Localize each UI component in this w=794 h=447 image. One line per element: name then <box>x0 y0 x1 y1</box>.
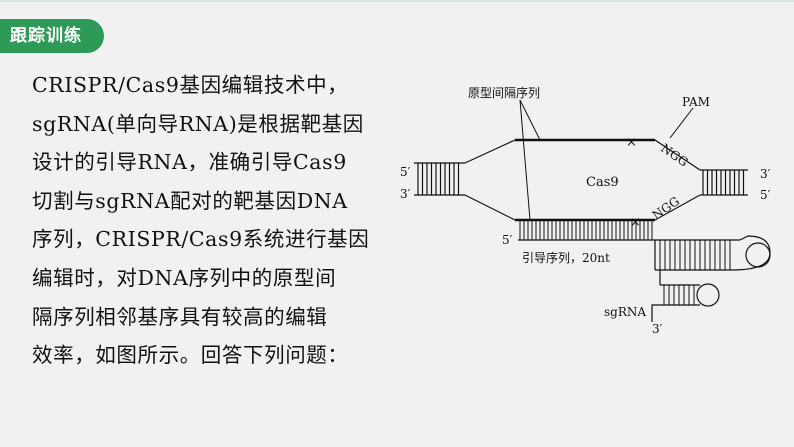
guide-rna <box>518 220 771 322</box>
cut-mark-bottom: × <box>630 215 641 230</box>
cut-mark-top: × <box>626 135 637 150</box>
guide-label: 引导序列，20nt <box>522 250 610 265</box>
question-line: 效率，如图所示。回答下列问题： <box>32 343 349 368</box>
right-duplex <box>700 169 748 196</box>
question-text: CRISPR/Cas9基因编辑技术中， sgRNA(单向导RNA)是根据靶基因 … <box>32 66 392 375</box>
right-3prime: 3′ <box>760 167 771 181</box>
ngg-top-label: NGG <box>658 141 690 169</box>
section-tag: 跟踪训练 <box>0 19 104 53</box>
question-line: 序列，CRISPR/Cas9系统进行基因 <box>32 227 370 252</box>
question-line: sgRNA(单向导RNA)是根据靶基因 <box>32 111 364 136</box>
top-strand <box>464 138 701 171</box>
question-line: 切割与sgRNA配对的靶基因DNA <box>32 188 348 213</box>
guide-5prime: 5′ <box>502 233 513 247</box>
pam-label: PAM <box>682 95 710 109</box>
sgrna-3prime: 3′ <box>652 322 663 336</box>
protospacer-label: 原型间隔序列 <box>468 85 540 100</box>
ngg-bottom-label: NGG <box>650 194 682 222</box>
left-duplex <box>414 162 465 196</box>
question-line: 隔序列相邻基序具有较高的编辑 <box>32 304 328 329</box>
question-line: 编辑时，对DNA序列中的原型间 <box>32 265 337 290</box>
right-5prime: 5′ <box>760 188 771 202</box>
left-3prime: 3′ <box>400 187 411 201</box>
question-line: 设计的引导RNA，准确引导Cas9 <box>32 150 347 175</box>
cas9-label: Cas9 <box>586 175 619 190</box>
question-line: CRISPR/Cas9基因编辑技术中， <box>32 73 349 97</box>
sgrna-label: sgRNA <box>604 305 646 319</box>
protospacer-pointers <box>519 99 541 221</box>
left-5prime: 5′ <box>400 165 411 179</box>
top-accent-bar <box>0 0 794 2</box>
pam-pointer <box>669 107 694 139</box>
